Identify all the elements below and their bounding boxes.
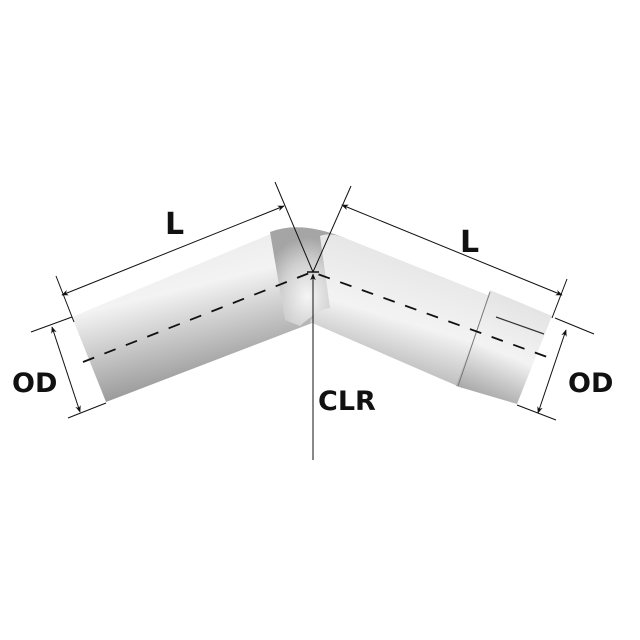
clr-dimension [307, 271, 319, 460]
od-label-left: OD [12, 368, 58, 399]
length-label-right: L [460, 225, 480, 260]
od-dimension-right [516, 317, 595, 421]
expanded-end [456, 290, 552, 404]
od-label-right: OD [568, 368, 614, 399]
length-label-left: L [165, 207, 185, 242]
length-dimension-right [312, 185, 568, 319]
od-dimension-left [30, 316, 107, 419]
centerline [82, 271, 551, 363]
pipe-body [72, 227, 552, 404]
clr-label: CLR [318, 386, 376, 417]
length-dimension-left [55, 181, 314, 323]
